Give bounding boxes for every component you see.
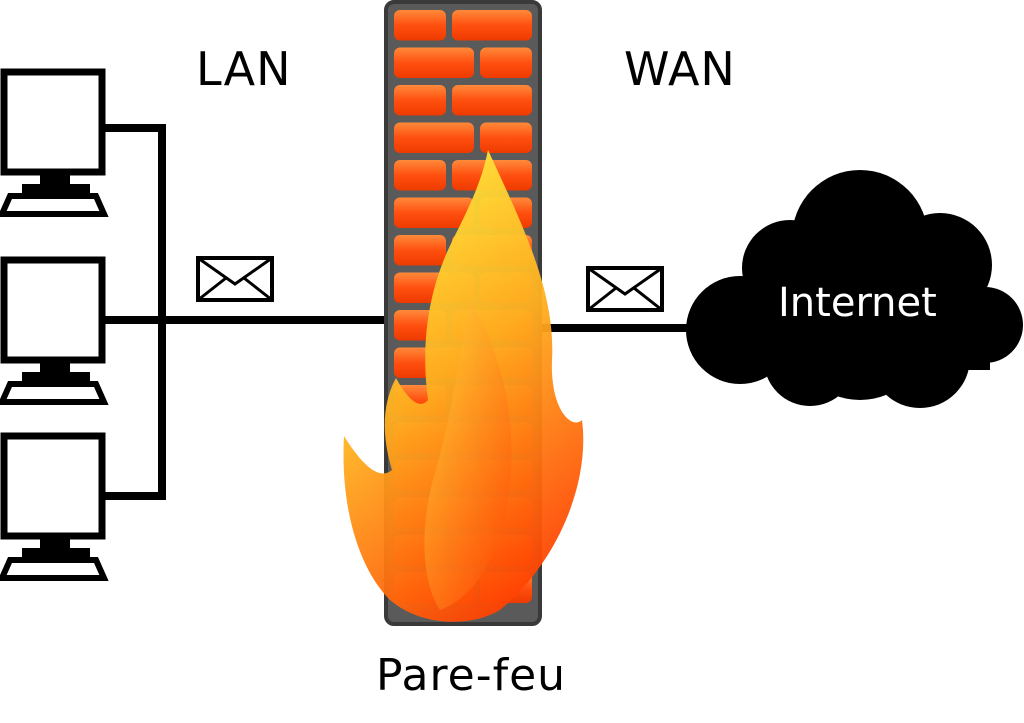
brick	[394, 197, 474, 228]
brick	[394, 122, 474, 153]
brick	[452, 85, 532, 116]
internet-label: Internet	[778, 280, 937, 326]
brick	[394, 235, 446, 266]
cloud-icon	[686, 170, 1023, 408]
firewall-label: Pare-feu	[376, 650, 567, 701]
computer-2	[0, 256, 109, 405]
brick	[452, 10, 532, 41]
computer-3	[0, 432, 109, 581]
brick	[394, 160, 446, 191]
computer-1	[0, 68, 109, 217]
envelope-icon	[196, 256, 274, 302]
brick	[394, 10, 446, 41]
flame-icon	[343, 150, 584, 622]
lan-label: LAN	[196, 42, 292, 96]
wan-label: WAN	[624, 42, 736, 96]
brick	[394, 47, 474, 78]
envelope-icon	[586, 266, 664, 312]
brick	[480, 122, 532, 153]
brick	[480, 47, 532, 78]
lan-wiring	[104, 124, 390, 500]
brick	[394, 85, 446, 116]
